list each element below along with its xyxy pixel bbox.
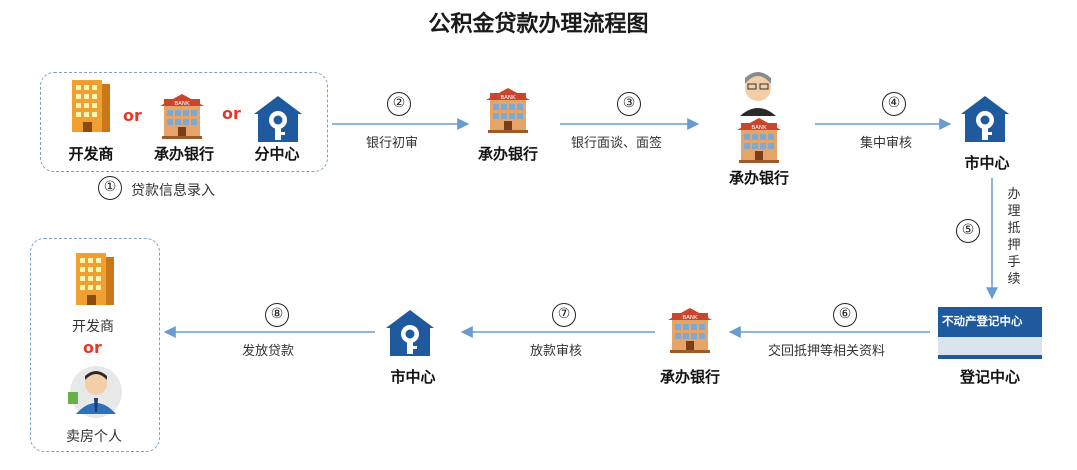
city-center-1-icon (961, 96, 1009, 142)
developer-label: 开发商 (68, 145, 114, 163)
city-center-2-label: 市中心 (390, 368, 436, 386)
recipient-group-box (30, 238, 160, 452)
step-1-label: 贷款信息录入 (131, 183, 215, 199)
fund-center-label: 分中心 (254, 145, 300, 163)
or-text-2: or (222, 104, 241, 123)
bank-node-2-label: 承办银行 (728, 169, 789, 187)
page-title: 公积金贷款办理流程图 (428, 12, 649, 37)
step-5-number: ⑤ (956, 219, 980, 243)
step-7-number: ⑦ (552, 303, 576, 327)
registry-sign-text: 不动产登记中心 (942, 314, 1023, 328)
bank-node-3-label: 承办银行 (659, 368, 720, 386)
bank-node-1-label: 承办银行 (477, 145, 538, 163)
bank-node-3-icon (668, 308, 712, 353)
source-group-box (40, 72, 328, 172)
city-center-2-icon (386, 310, 434, 356)
registry-photo: 不动产登记中心 (938, 307, 1042, 359)
step-1-number: ① (98, 176, 122, 200)
step-6-number: ⑥ (833, 303, 857, 327)
step-4-label: 集中审核 (860, 136, 913, 151)
seller-label: 卖房个人 (66, 429, 122, 445)
step-2-label: 银行初审 (366, 136, 419, 151)
registry-label: 登记中心 (959, 368, 1020, 386)
or-text-1: or (123, 106, 142, 125)
step-5-label: 办理抵押手续 (1007, 187, 1021, 287)
bank-label: 承办银行 (153, 145, 214, 163)
step-3-label: 银行面谈、面签 (571, 136, 663, 151)
step-7-label: 放款审核 (530, 344, 583, 359)
step-8-number: ⑧ (265, 303, 289, 327)
registry-desk (938, 337, 1042, 355)
city-center-1-label: 市中心 (964, 154, 1010, 172)
step-6-label: 交回抵押等相关资料 (768, 344, 886, 359)
bank-officer-icon (740, 72, 776, 116)
final-developer-label: 开发商 (72, 319, 114, 335)
bank-node-2-icon (737, 118, 781, 163)
final-or-text: or (83, 338, 102, 357)
step-3-number: ③ (617, 92, 641, 116)
bank-node-1-icon (486, 88, 530, 133)
step-4-number: ④ (882, 92, 906, 116)
step-2-number: ② (387, 92, 411, 116)
seller-person-icon (68, 366, 122, 418)
step-8-label: 发放贷款 (242, 344, 295, 359)
